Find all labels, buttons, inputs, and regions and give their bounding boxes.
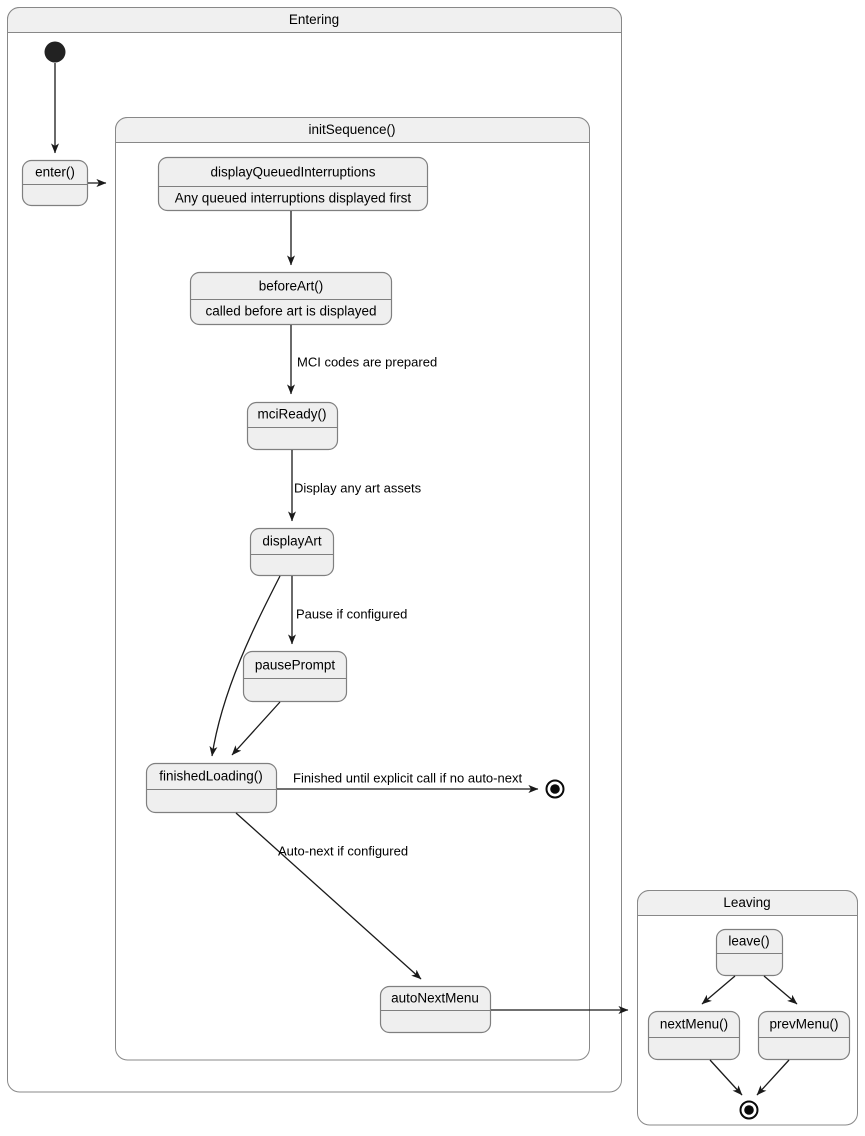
leaving-title-bar — [637, 890, 858, 916]
state-display-queued-interruptions[interactable]: displayQueuedInterruptions Any queued in… — [157, 156, 429, 212]
edge-leave-to-nextmenu — [701, 975, 736, 1005]
display-queued-interruptions-box — [157, 156, 429, 212]
edge-label-finished-explicit: Finished until explicit call if no auto-… — [293, 770, 522, 785]
edge-label-display-art-assets: Display any art assets — [294, 480, 422, 495]
leaving-frame — [637, 890, 858, 1126]
state-finished-loading[interactable]: finishedLoading() — [145, 762, 278, 814]
state-auto-next-menu[interactable]: autoNextMenu — [379, 985, 492, 1034]
state-display-art[interactable]: displayArt — [249, 527, 335, 577]
mci-ready-title: mciReady() — [257, 407, 326, 422]
edge-label-auto-next: Auto-next if configured — [278, 843, 408, 858]
state-leave[interactable]: leave() — [715, 928, 784, 977]
edge-finishedloading-to-autonextmenu — [235, 812, 422, 980]
entering-title-bar — [7, 7, 622, 33]
display-art-title: displayArt — [262, 534, 322, 549]
enter-title: enter() — [35, 165, 75, 180]
display-art-box — [249, 527, 335, 577]
final-state-inner-dot — [744, 1105, 754, 1115]
before-art-box — [189, 271, 393, 326]
edge-leave-to-prevmenu — [763, 975, 798, 1005]
composite-state-initsequence[interactable]: initSequence() — [115, 117, 590, 1061]
display-queued-interruptions-body: Any queued interruptions displayed first — [175, 191, 412, 206]
state-prev-menu[interactable]: prevMenu() — [757, 1010, 851, 1061]
initial-state-node — [44, 41, 66, 63]
entering-title: Entering — [289, 12, 339, 27]
edge-label-pause-if-configured: Pause if configured — [296, 606, 407, 621]
next-menu-title: nextMenu() — [660, 1017, 728, 1032]
auto-next-menu-title: autoNextMenu — [391, 991, 479, 1006]
prev-menu-box — [757, 1010, 851, 1061]
pause-prompt-box — [242, 650, 348, 703]
next-menu-box — [647, 1010, 741, 1061]
before-art-title: beforeArt() — [259, 279, 324, 294]
display-queued-interruptions-title: displayQueuedInterruptions — [210, 165, 375, 180]
state-enter[interactable]: enter() — [21, 159, 89, 207]
auto-next-menu-box — [379, 985, 492, 1034]
state-before-art[interactable]: beforeArt() called before art is display… — [189, 271, 393, 326]
initsequence-title-bar — [115, 117, 590, 143]
final-state-leaving — [739, 1100, 759, 1120]
edge-displayart-to-finishedloading — [209, 575, 281, 757]
composite-state-leaving[interactable]: Leaving — [637, 890, 858, 1126]
initsequence-frame — [115, 117, 590, 1061]
prev-menu-title: prevMenu() — [769, 1017, 838, 1032]
state-next-menu[interactable]: nextMenu() — [647, 1010, 741, 1061]
leave-box — [715, 928, 784, 977]
initsequence-title: initSequence() — [308, 122, 395, 137]
leave-title: leave() — [728, 934, 769, 949]
leaving-title: Leaving — [723, 895, 770, 910]
finished-loading-title: finishedLoading() — [159, 769, 263, 784]
finished-loading-box — [145, 762, 278, 814]
final-state-inner-dot — [550, 784, 560, 794]
edge-pauseprompt-to-finishedloading — [231, 701, 281, 756]
state-mci-ready[interactable]: mciReady() — [246, 401, 339, 451]
edge-nextmenu-to-final — [709, 1059, 743, 1096]
before-art-body: called before art is displayed — [205, 304, 376, 319]
edge-prevmenu-to-final — [756, 1059, 790, 1096]
state-pause-prompt[interactable]: pausePrompt — [242, 650, 348, 703]
mci-ready-box — [246, 401, 339, 451]
enter-box — [21, 159, 89, 207]
edge-label-mci-codes: MCI codes are prepared — [297, 354, 437, 369]
pause-prompt-title: pausePrompt — [255, 658, 336, 673]
final-state-entering — [545, 779, 565, 799]
